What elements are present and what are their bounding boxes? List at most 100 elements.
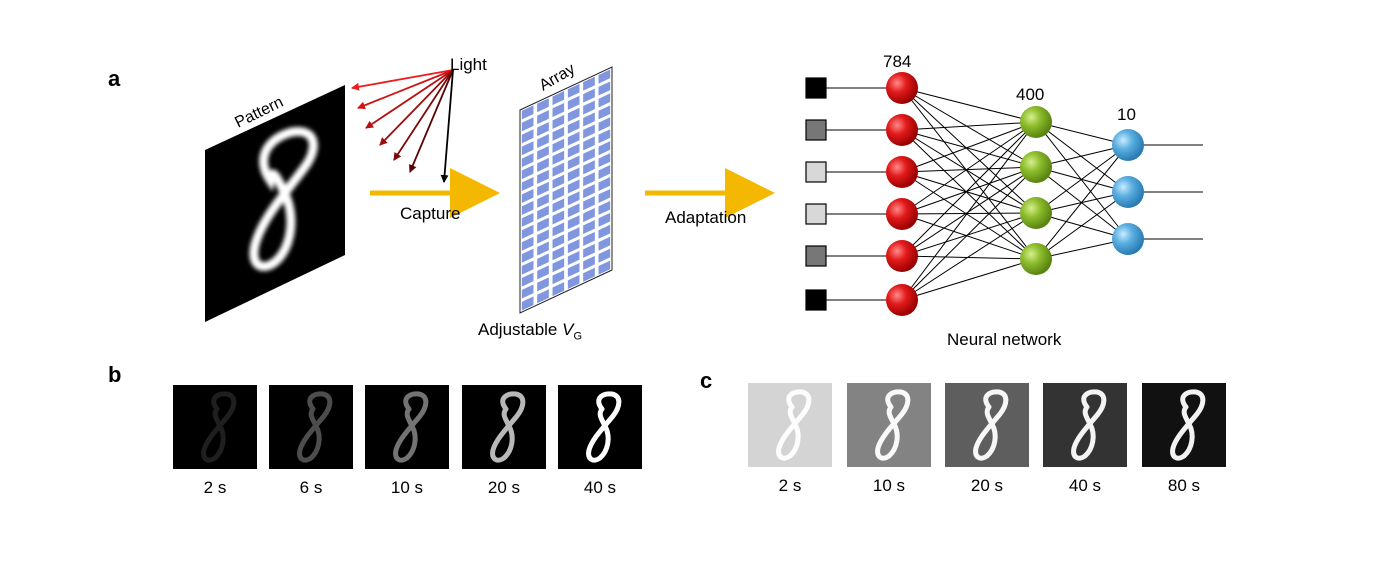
array-cell	[567, 191, 580, 206]
array-cell	[537, 157, 549, 172]
array-cell	[567, 215, 580, 230]
array-cell	[567, 203, 580, 218]
light-rays	[351, 69, 454, 183]
array-cell	[583, 255, 595, 270]
panel-c-time-label: 80 s	[1167, 476, 1201, 495]
connection	[901, 129, 1037, 214]
output-neuron	[1112, 129, 1144, 161]
light-label: Light	[450, 55, 487, 74]
array-cell	[567, 167, 580, 182]
array-cell	[537, 241, 549, 256]
array-cell	[537, 253, 549, 268]
array-cell	[598, 129, 611, 144]
light-ray	[393, 69, 454, 161]
array-cell	[583, 243, 595, 258]
layer-size-output: 10	[1117, 105, 1136, 124]
connection	[901, 212, 1037, 215]
panel-b-time-label: 20 s	[487, 478, 521, 497]
array-cell	[521, 212, 534, 227]
hidden-neuron	[1020, 151, 1052, 183]
connection	[901, 171, 1037, 214]
array-cell	[552, 126, 565, 141]
output-neuron	[1112, 223, 1144, 255]
connection	[901, 121, 1037, 173]
connection	[901, 121, 1037, 301]
array-cell	[521, 177, 534, 192]
array-cell	[598, 165, 611, 180]
panel-c-tile	[847, 383, 931, 467]
array-cell	[521, 296, 534, 311]
array-cell	[552, 198, 565, 213]
array-cell	[537, 181, 549, 196]
connection	[1035, 121, 1129, 240]
input-neuron	[886, 72, 918, 104]
array-cell	[583, 88, 595, 103]
layer-size-input: 784	[883, 52, 912, 71]
array-cell	[552, 114, 565, 129]
array-cell	[598, 105, 611, 120]
array-cell	[598, 260, 611, 275]
array-cell	[598, 177, 611, 192]
layer-size-hidden: 400	[1016, 85, 1045, 104]
connection	[1035, 121, 1129, 193]
connection	[901, 213, 1037, 260]
array-cell	[521, 141, 534, 156]
array-cell	[583, 124, 595, 139]
array-cell	[521, 153, 534, 168]
input-pixel-square	[805, 245, 827, 267]
array-cell	[552, 234, 565, 249]
array-cell	[567, 95, 580, 110]
array-cell	[598, 200, 611, 215]
array-cell	[521, 200, 534, 215]
array-cell	[537, 122, 549, 137]
panel-c-tile	[1043, 383, 1127, 467]
hidden-neuron	[1020, 243, 1052, 275]
array-cell	[537, 205, 549, 220]
array-cell	[537, 110, 549, 125]
connection	[901, 87, 1037, 214]
array-cell	[537, 289, 549, 304]
input-neuron	[886, 240, 918, 272]
array-cell	[567, 119, 580, 134]
input-pixel-square	[805, 77, 827, 99]
capture-label: Capture	[400, 204, 461, 223]
panel-b-time-label: 10 s	[390, 478, 424, 497]
connection	[1035, 144, 1129, 260]
array-cell	[598, 93, 611, 108]
array-cell	[567, 107, 580, 122]
sensor-array	[519, 66, 613, 314]
light-ray	[379, 69, 454, 146]
array-cell	[521, 117, 534, 132]
connection	[901, 87, 1037, 168]
panel-label-b: b	[108, 362, 122, 387]
array-cell	[552, 150, 565, 165]
panel-b-tile	[558, 385, 642, 469]
network-caption: Neural network	[947, 330, 1062, 349]
adaptation-label: Adaptation	[665, 208, 747, 227]
connection	[901, 212, 1037, 257]
connection	[901, 129, 1037, 260]
connection	[1035, 191, 1129, 260]
array-cell	[583, 160, 595, 175]
adjustable-vg-label: Adjustable VG	[478, 320, 583, 343]
array-cell	[537, 98, 549, 113]
array-cell	[521, 105, 534, 120]
array-cell	[583, 219, 595, 235]
array-cell	[521, 165, 534, 180]
array-cell	[521, 248, 534, 263]
input-neuron	[886, 284, 918, 316]
connection	[901, 121, 1037, 215]
array-cell	[567, 262, 580, 278]
pattern-image	[205, 85, 345, 322]
array-cell	[552, 270, 565, 285]
array-cell	[583, 136, 595, 151]
input-pixel-square	[805, 289, 827, 311]
array-cell	[521, 224, 534, 239]
panel-label-c: c	[700, 368, 713, 393]
light-ray	[409, 69, 454, 173]
panel-b-time-label: 40 s	[583, 478, 617, 497]
array-cell	[598, 141, 611, 156]
input-neuron	[886, 114, 918, 146]
array-cell	[598, 248, 611, 263]
